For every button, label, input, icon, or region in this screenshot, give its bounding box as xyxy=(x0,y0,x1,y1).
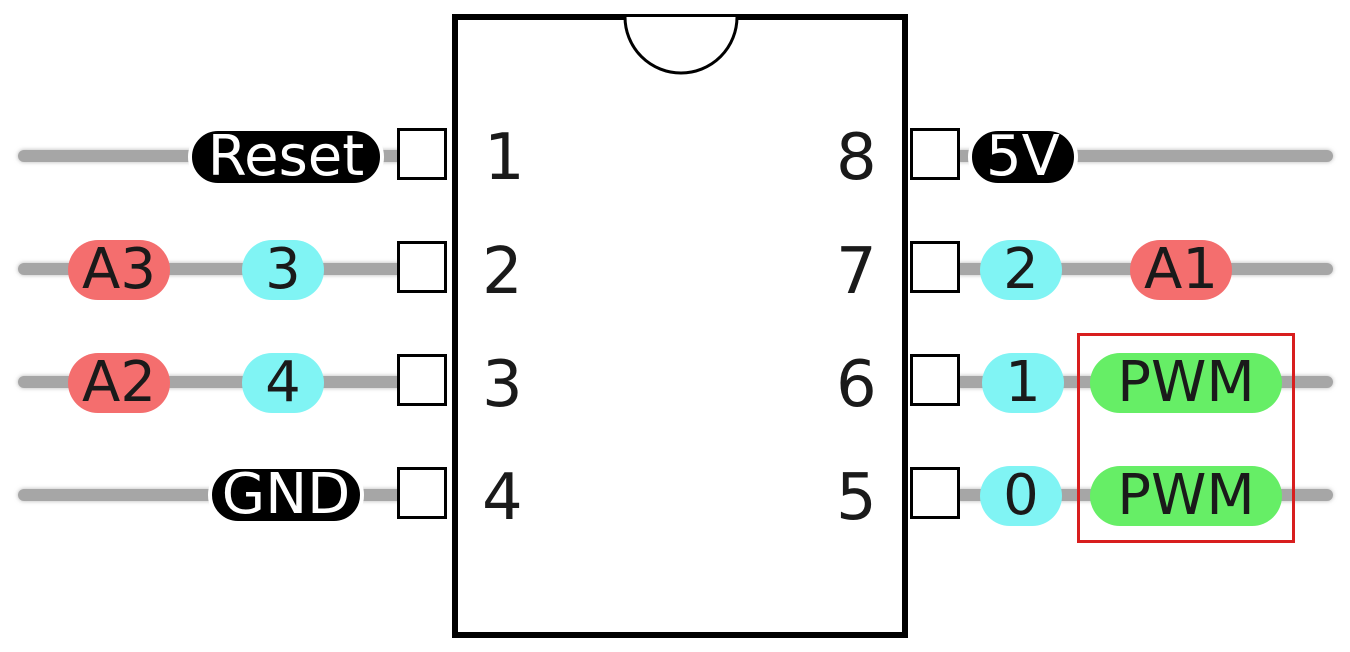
label-reset: Reset xyxy=(188,127,384,187)
pin-box-6 xyxy=(910,354,960,406)
pin-number-1: 1 xyxy=(484,121,525,195)
pin-number-4: 4 xyxy=(482,461,523,535)
pin-number-8: 8 xyxy=(836,121,877,195)
pin-box-8 xyxy=(910,128,960,180)
pin-number-2: 2 xyxy=(482,235,523,309)
pin-box-2 xyxy=(397,241,447,293)
pin-number-7: 7 xyxy=(836,235,877,309)
pin-box-4 xyxy=(397,467,447,519)
pin-box-3 xyxy=(397,354,447,406)
label-pwm-pin6: PWM xyxy=(1090,353,1282,413)
pin-box-7 xyxy=(910,241,960,293)
label-digital-0: 0 xyxy=(980,466,1062,526)
pin-number-6: 6 xyxy=(836,348,877,422)
pin-number-3: 3 xyxy=(482,348,523,422)
label-5v: 5V xyxy=(968,127,1078,187)
pin-box-5 xyxy=(910,467,960,519)
pin-number-5: 5 xyxy=(836,461,877,535)
label-digital-2: 2 xyxy=(980,240,1062,300)
pin-box-1 xyxy=(397,128,447,180)
label-digital-3: 3 xyxy=(242,240,324,300)
pwm-highlight-box xyxy=(1077,333,1295,543)
label-gnd: GND xyxy=(208,465,364,525)
label-pwm-pin5: PWM xyxy=(1090,466,1282,526)
label-digital-4: 4 xyxy=(242,353,324,413)
label-digital-1: 1 xyxy=(982,353,1064,413)
label-a1: A1 xyxy=(1130,240,1232,300)
label-a2: A2 xyxy=(68,353,170,413)
chip-body xyxy=(452,14,908,638)
chip-notch xyxy=(623,17,739,75)
label-a3: A3 xyxy=(68,240,170,300)
